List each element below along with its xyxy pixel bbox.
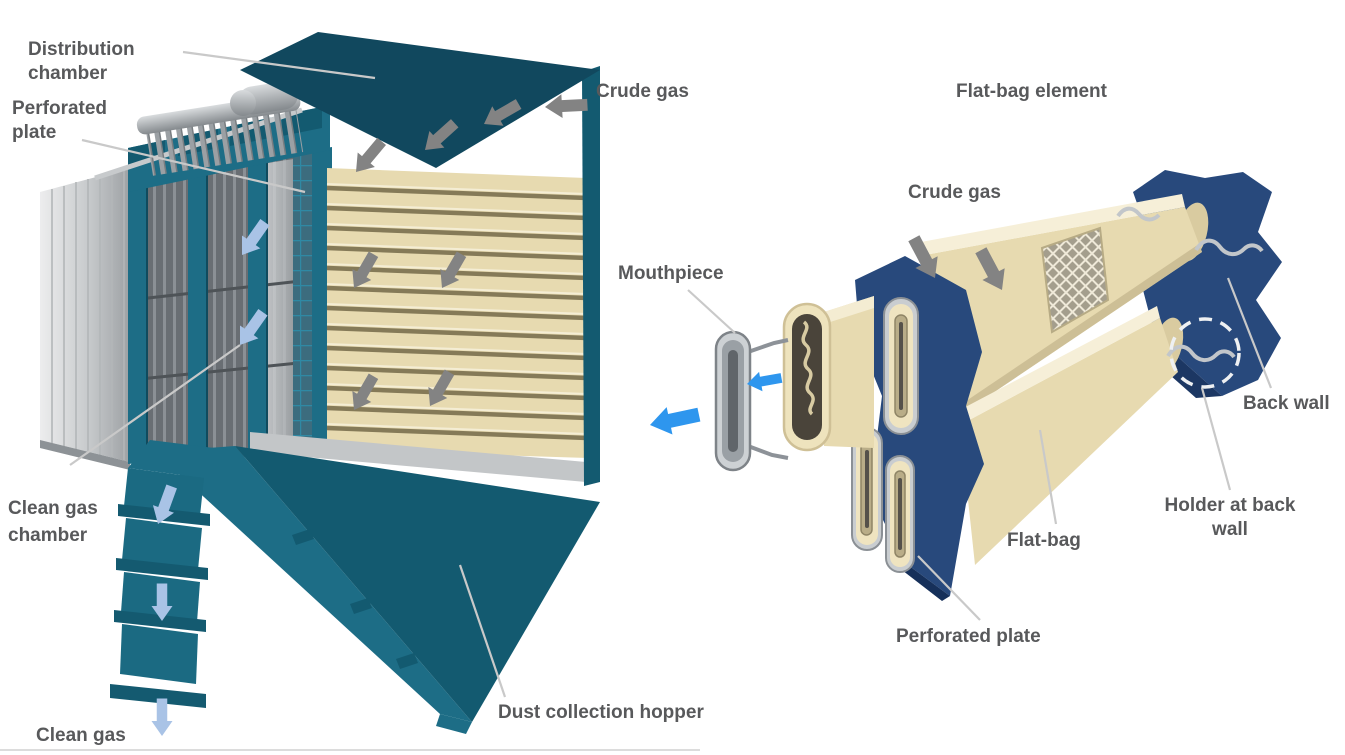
baghouse-unit: [40, 32, 600, 736]
dust-collection-hopper: [155, 446, 600, 734]
back-wall-holders: [1116, 206, 1264, 362]
label-holder-at-back-wall: Holder at back wall: [1164, 495, 1296, 541]
mouth-slot-top: [883, 297, 919, 435]
support-cage-mesh: [1040, 226, 1110, 334]
label-mouthpiece: Mouthpiece: [618, 263, 724, 284]
label-crude-gas-right: Crude gas: [908, 182, 1001, 203]
label-clean-gas-chamber: Clean gas chamber: [8, 498, 98, 546]
element-perforated-plate: [851, 256, 984, 601]
label-dust-collection-hopper: Dust collection hopper: [498, 702, 704, 723]
pulse-header-assembly: [94, 81, 304, 181]
chamber-floor: [250, 432, 586, 482]
mouth-slot-bottom-right: [885, 455, 915, 573]
label-flat-bag-element-title: Flat-bag element: [956, 81, 1107, 102]
flat-bag-element: [647, 170, 1282, 601]
flat-bag-bottom: [956, 306, 1184, 565]
leader-lines: [69, 50, 1273, 698]
clean-gas-outlet-duct: [110, 440, 230, 708]
label-clean-gas: Clean gas: [36, 725, 126, 746]
holder-highlight-circle: [1169, 317, 1241, 389]
bag-mouth: [782, 296, 874, 452]
label-flat-bag: Flat-bag: [1007, 530, 1081, 551]
label-crude-gas-left: Crude gas: [596, 81, 689, 102]
label-back-wall: Back wall: [1243, 393, 1330, 414]
label-perforated-plate-right: Perforated plate: [896, 626, 1041, 647]
mouthpiece-part: [714, 330, 789, 472]
flat-bag-pack: [326, 168, 588, 458]
label-perforated-plate-left: Perforated plate: [12, 98, 108, 144]
right-corner-post: [582, 66, 600, 486]
clean-gas-panel-stack: [40, 168, 130, 470]
distribution-chamber-roof: [240, 32, 600, 168]
label-distribution-chamber: Distribution chamber: [28, 39, 135, 85]
